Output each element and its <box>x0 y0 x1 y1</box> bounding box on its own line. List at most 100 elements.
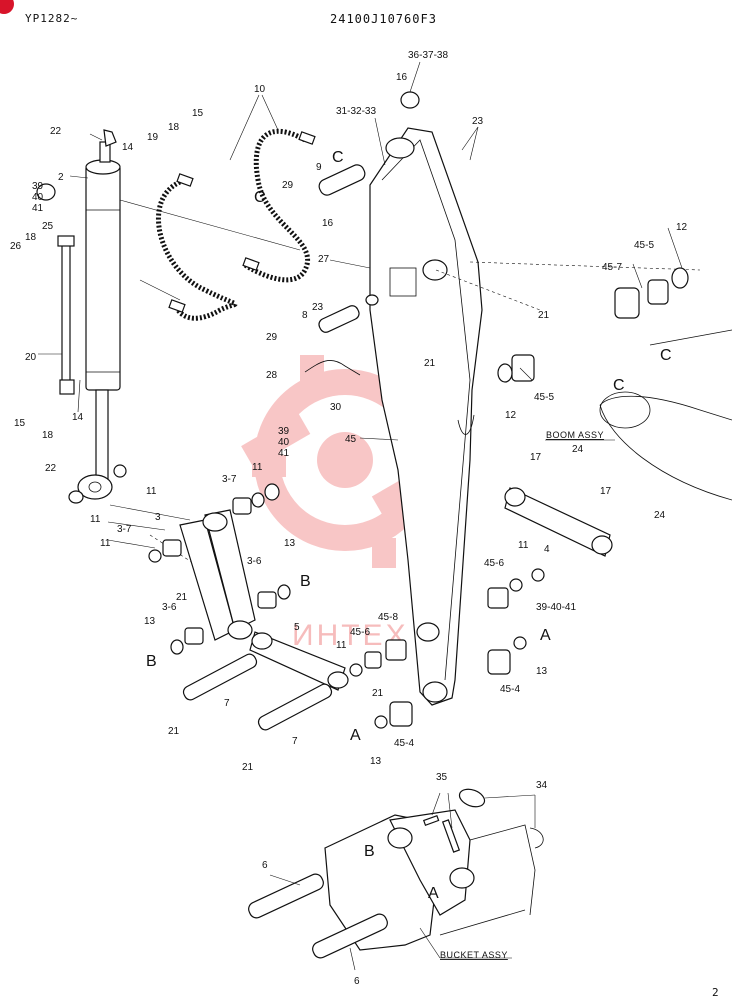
link-5 <box>249 631 349 691</box>
callout-c72: 11 <box>518 540 529 551</box>
callout-c34: 12 <box>676 222 688 233</box>
header-part-number: 24100J10760F3 <box>330 12 437 26</box>
boom-assy-label: BOOM ASSY <box>546 430 604 440</box>
callout-c65: 13 <box>370 756 382 767</box>
marker-c-base-right: C <box>660 347 672 364</box>
marker-b-bucket: B <box>364 843 375 860</box>
marker-c-hose: C <box>254 189 266 206</box>
callout-c42: 41 <box>278 448 290 459</box>
callout-c37: 45-5 <box>534 392 554 403</box>
leader-lines <box>38 61 683 971</box>
pin-7-lower <box>257 683 333 731</box>
callout-c51: 13 <box>284 538 296 549</box>
callout-c58: 11 <box>336 640 347 651</box>
callout-c13: 40 <box>32 192 44 203</box>
callout-c28: 8 <box>302 310 308 321</box>
callout-c1: 36-37-38 <box>408 50 448 61</box>
marker-b-lower: B <box>146 653 157 670</box>
callout-c66: 17 <box>530 452 542 463</box>
marker-a-right: A <box>540 627 551 644</box>
header-model: YP1282~ <box>25 12 79 25</box>
side-pipe <box>57 235 75 395</box>
callout-c6: 15 <box>192 108 204 119</box>
page-number: 2 <box>712 986 720 999</box>
callout-c40: 39 <box>278 426 290 437</box>
callout-c3: 31-32-33 <box>336 106 376 117</box>
callout-c14: 41 <box>32 203 44 214</box>
callout-c52: 21 <box>176 592 188 603</box>
callout-c19: 15 <box>14 418 26 429</box>
marker-a-bucket: A <box>428 885 439 902</box>
boom-arm <box>365 127 483 706</box>
pin-8 <box>318 305 360 333</box>
callout-c8: 14 <box>122 142 134 153</box>
hydraulic-cylinder <box>77 129 121 500</box>
callout-c24: 29 <box>282 180 294 191</box>
callout-c57: 45-6 <box>350 627 370 638</box>
grease-pipe <box>304 360 361 376</box>
callout-c64: 45-4 <box>394 738 414 749</box>
callout-c30: 28 <box>266 370 278 381</box>
callout-c23: 9 <box>316 162 322 173</box>
boom-base-outline <box>599 329 732 501</box>
callout-c35: 45-5 <box>634 240 654 251</box>
marker-a-left: A <box>350 727 361 744</box>
callout-c55: 5 <box>294 622 300 633</box>
callout-c47: 3 <box>155 512 161 523</box>
callout-c48: 3-7 <box>117 524 132 535</box>
link-4 <box>504 487 613 557</box>
callout-c26: 27 <box>318 254 330 265</box>
callout-c36: 45-7 <box>602 262 622 273</box>
callout-c62: 21 <box>242 762 254 773</box>
hose-assembly <box>119 128 316 321</box>
callout-c20: 18 <box>42 430 54 441</box>
callout-c2: 16 <box>396 72 408 83</box>
marker-c-base-left: C <box>613 377 625 394</box>
boom-bushings <box>497 267 689 383</box>
callout-c68: 17 <box>600 486 612 497</box>
reference-markers: C C C C B B B A A A <box>146 149 672 902</box>
callout-c71: 45-6 <box>484 558 504 569</box>
callout-c10: 22 <box>50 126 62 137</box>
callout-c74: 45-4 <box>500 684 520 695</box>
callout-c60: 21 <box>168 726 180 737</box>
callout-c79: 6 <box>354 976 360 987</box>
callout-c67: 24 <box>572 444 584 455</box>
callout-c56: 45-8 <box>378 612 398 623</box>
callout-c32: 21 <box>424 358 436 369</box>
link-3 <box>179 509 256 641</box>
callout-c44: 11 <box>252 462 263 473</box>
callout-c77: 34 <box>536 780 548 791</box>
callout-c16: 26 <box>10 241 22 252</box>
callout-c27: 23 <box>312 302 324 313</box>
callout-c75: 13 <box>536 666 548 677</box>
callout-c38: 12 <box>505 410 517 421</box>
callout-c50: 3-6 <box>247 556 262 567</box>
callout-c4: 23 <box>472 116 484 127</box>
callout-c25: 16 <box>322 218 334 229</box>
callout-c73: 39-40-41 <box>536 602 576 613</box>
callout-c15: 25 <box>42 221 54 232</box>
callout-c59: 7 <box>224 698 230 709</box>
callout-c54: 13 <box>144 616 156 627</box>
callout-c45: 11 <box>146 486 157 497</box>
callout-c31: 30 <box>330 402 342 413</box>
callout-c39: 45 <box>345 434 357 445</box>
callout-c18: 20 <box>25 352 37 363</box>
callout-c46: 11 <box>90 514 101 525</box>
callout-c29: 29 <box>266 332 278 343</box>
bucket-assembly <box>248 788 544 959</box>
callout-c41: 40 <box>278 437 290 448</box>
callout-c78: 6 <box>262 860 268 871</box>
callout-c53: 3-6 <box>162 602 177 613</box>
marker-c-upper: C <box>332 149 344 166</box>
marker-b-link: B <box>300 573 311 590</box>
callout-c12: 39 <box>32 181 44 192</box>
callout-labels: 36-37-38 16 31-32-33 23 10 15 18 14 19 2… <box>10 50 688 987</box>
callout-c9: 19 <box>147 132 159 143</box>
callout-c22: 22 <box>45 463 57 474</box>
callout-c63: 21 <box>372 688 384 699</box>
pin-7-upper <box>182 653 258 701</box>
pin-9 <box>318 164 366 196</box>
small-bushings <box>36 91 545 729</box>
